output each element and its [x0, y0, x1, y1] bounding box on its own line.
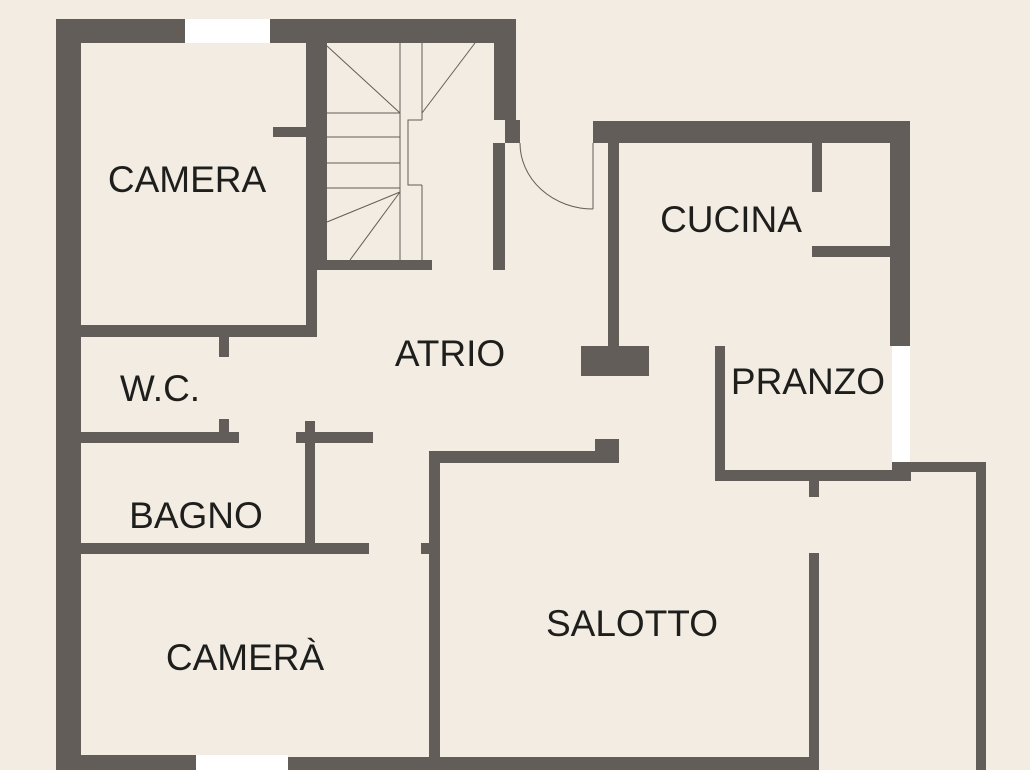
wc-bottom-wall [81, 432, 239, 443]
outer-wall-right [976, 462, 986, 770]
stair-landing [407, 119, 422, 186]
outer-wall-top-left [56, 19, 185, 43]
outer-wall-bottom [288, 757, 819, 770]
stair-left-wall [306, 43, 327, 270]
cucina-stub-vertical [812, 143, 822, 192]
walls [56, 19, 986, 770]
salotto-right-wall [809, 553, 819, 770]
salotto-tab [421, 543, 429, 554]
room-labels: CAMERA ATRIO W.C. BAGNO CAMERÀ CUCINA PR… [108, 159, 885, 678]
room-label-pranzo: PRANZO [731, 361, 885, 402]
room-label-cucina: CUCINA [660, 199, 802, 240]
stair-line [326, 191, 401, 223]
pranzo-left-wall [715, 346, 725, 481]
pranzo-bottom-wall [715, 470, 911, 481]
camera-tab [273, 127, 306, 137]
cucina-top-wall [593, 121, 910, 143]
cucina-right-wall [890, 121, 910, 346]
window-bottom [196, 755, 288, 770]
staircase [326, 42, 476, 261]
room-label-salotto: SALOTTO [546, 603, 718, 644]
cucina-stub-horizontal [812, 246, 890, 257]
outer-wall-bottom-left [56, 755, 196, 770]
window-top [185, 19, 270, 43]
stair-bottom-wall [316, 260, 432, 270]
door [519, 142, 594, 210]
wc-stub-top [219, 337, 229, 357]
salotto-bump [595, 439, 619, 463]
stair-line [349, 191, 401, 261]
outer-wall-left [56, 19, 81, 770]
wc-stub-bottom [219, 419, 229, 432]
pranzo-stub [809, 481, 819, 497]
right-section-top-wall [892, 462, 986, 472]
salotto-left-wall [429, 451, 440, 770]
room-label-bagno: BAGNO [129, 495, 263, 536]
atrio-wall [493, 143, 505, 270]
bagno-bottom-wall [81, 543, 369, 554]
camera-bottom-wall [81, 325, 317, 337]
outer-wall-top-right [270, 19, 516, 43]
window-right [892, 346, 910, 462]
room-label-atrio: ATRIO [395, 333, 505, 374]
pillar [581, 346, 649, 376]
door-swing-arc [519, 142, 594, 210]
stair-right-wall [494, 19, 516, 120]
cucina-left-wall [608, 143, 619, 346]
bagno-right-wall [305, 421, 315, 545]
stair-line [421, 42, 476, 114]
room-label-wc: W.C. [120, 368, 200, 409]
room-label-camera: CAMERA [108, 159, 267, 200]
room-label-camera-2: CAMERÀ [166, 637, 325, 678]
stair-line [326, 45, 401, 114]
camera-right-wall [306, 270, 317, 337]
cross-wall [296, 432, 373, 443]
door-jamb [505, 120, 520, 143]
salotto-top-wall [429, 451, 619, 463]
